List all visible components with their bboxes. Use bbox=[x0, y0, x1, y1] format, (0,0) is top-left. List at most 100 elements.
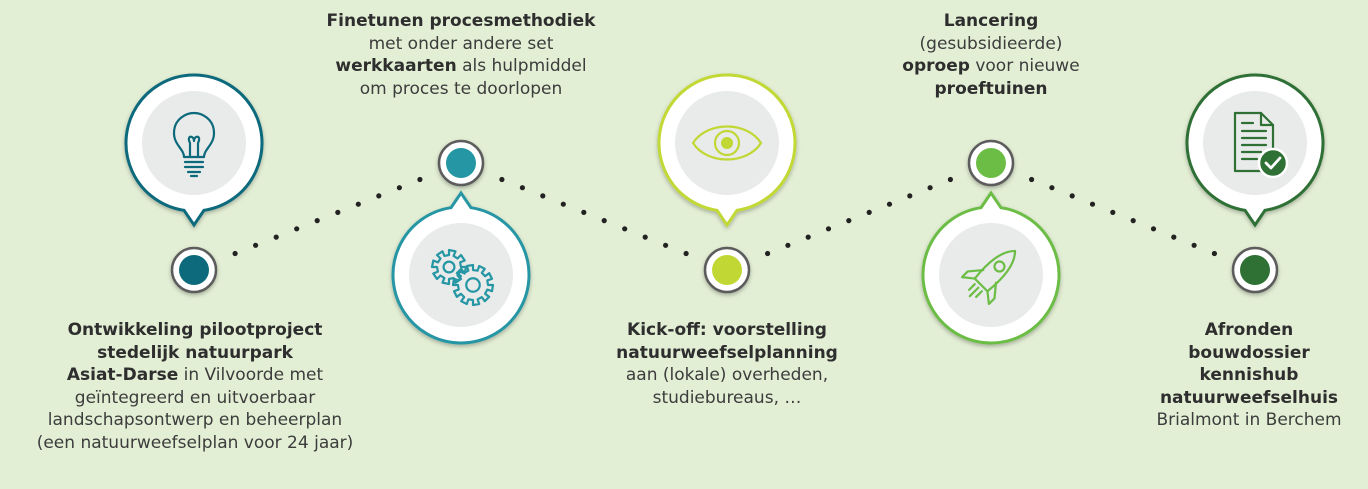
connector-dot bbox=[947, 176, 954, 183]
eye-pin bbox=[657, 73, 797, 228]
label-bold-text: natuurweefselhuis bbox=[1159, 387, 1339, 408]
label-line: Kick-off: voorstelling bbox=[567, 319, 887, 342]
connector-dot bbox=[907, 193, 913, 199]
rocket-pin bbox=[921, 190, 1061, 345]
connector-dot bbox=[765, 250, 771, 257]
icon-pins bbox=[124, 73, 1325, 345]
connector-dot bbox=[273, 234, 279, 240]
connector-dot bbox=[805, 234, 811, 240]
connector-dot bbox=[601, 218, 607, 224]
connector-dot bbox=[417, 176, 423, 183]
connector-dot bbox=[825, 226, 832, 232]
timeline-node bbox=[703, 246, 751, 294]
label-text: studiebureaus, … bbox=[652, 387, 802, 408]
connector-dot bbox=[1130, 218, 1136, 224]
connector-dot bbox=[314, 218, 320, 224]
connector-dot bbox=[1191, 242, 1197, 248]
label-line: Ontwikkeling pilootproject bbox=[0, 319, 390, 342]
connector-dot bbox=[1049, 185, 1055, 191]
connector-dot bbox=[294, 226, 300, 232]
timeline-nodes bbox=[170, 139, 1279, 294]
label-bold-text: werkkaarten bbox=[335, 56, 457, 76]
label-line: kennishub bbox=[1130, 364, 1368, 387]
label-line: proeftuinen bbox=[861, 78, 1121, 101]
connector-dot bbox=[376, 193, 382, 199]
connector-dot bbox=[846, 218, 852, 224]
label-line: Asiat-Darse in Vilvoorde met bbox=[0, 364, 390, 387]
connector-dot bbox=[622, 226, 628, 232]
label-bold-text: Finetunen procesmethodiek bbox=[326, 11, 596, 31]
label-bold-text: stedelijk natuurpark bbox=[97, 342, 293, 363]
label-bold-text: bouwdossier bbox=[1188, 342, 1310, 363]
lightbulb-icon bbox=[172, 111, 216, 178]
timeline-node bbox=[170, 246, 218, 294]
connector-dot bbox=[499, 176, 505, 183]
label-line: Afronden bbox=[1130, 319, 1368, 342]
label-text: Brialmont in Berchem bbox=[1156, 410, 1342, 430]
label-line: geïntegreerd en uitvoerbaar bbox=[0, 387, 390, 410]
label-line: (gesubsidieerde) bbox=[861, 33, 1121, 56]
connector-dot bbox=[1150, 226, 1157, 232]
label-bold-text: kennishub bbox=[1199, 365, 1299, 385]
connector-dot bbox=[642, 234, 648, 240]
label-line: Brialmont in Berchem bbox=[1130, 409, 1368, 432]
connector-dot bbox=[1110, 209, 1116, 215]
connector-dot bbox=[253, 242, 259, 248]
connector-dot bbox=[785, 242, 791, 248]
pin-inner-circle bbox=[1203, 91, 1307, 195]
label-text: om proces te doorlopen bbox=[359, 78, 563, 99]
document-check-pin bbox=[1185, 73, 1325, 228]
label-bold-text: proeftuinen bbox=[934, 78, 1048, 99]
connector-dot bbox=[581, 209, 587, 215]
connector-dot bbox=[396, 185, 402, 191]
step-4-label: Lancering(gesubsidieerde)oproep voor nie… bbox=[861, 10, 1121, 100]
label-text: (gesubsidieerde) bbox=[919, 33, 1063, 54]
label-line: om proces te doorlopen bbox=[296, 78, 626, 101]
connector-dot bbox=[1029, 176, 1035, 183]
label-line: werkkaarten als hulpmiddel bbox=[296, 55, 626, 78]
label-bold-text: oproep bbox=[902, 56, 970, 76]
connector-dot bbox=[927, 185, 933, 191]
label-text: aan (lokale) overheden, bbox=[625, 365, 829, 385]
connector-dot bbox=[540, 193, 546, 199]
connector-dot bbox=[560, 201, 566, 207]
label-line: studiebureaus, … bbox=[567, 387, 887, 410]
timeline-node bbox=[967, 139, 1015, 187]
connector-dot bbox=[335, 209, 341, 215]
label-bold-text: Ontwikkeling pilootproject bbox=[67, 320, 323, 340]
label-line: aan (lokale) overheden, bbox=[567, 364, 887, 387]
label-line: natuurweefselhuis bbox=[1130, 387, 1368, 410]
label-text: met onder andere set bbox=[368, 33, 554, 54]
label-text: als hulpmiddel bbox=[456, 56, 587, 76]
label-line: Finetunen procesmethodiek bbox=[296, 10, 626, 33]
timeline-node bbox=[1231, 246, 1279, 294]
label-text: in Vilvoorde met bbox=[178, 365, 324, 385]
label-line: met onder andere set bbox=[296, 33, 626, 56]
pin-inner-circle bbox=[939, 223, 1043, 327]
gears-icon bbox=[430, 248, 495, 307]
eye-icon bbox=[691, 125, 763, 161]
pin-inner-circle bbox=[142, 91, 246, 195]
label-bold-text: Kick-off: voorstelling bbox=[627, 320, 827, 340]
label-line: bouwdossier bbox=[1130, 342, 1368, 365]
label-text: landschapsontwerp en beheerplan bbox=[47, 410, 343, 430]
label-line: landschapsontwerp en beheerplan bbox=[0, 409, 390, 432]
label-line: Lancering bbox=[861, 10, 1121, 33]
label-line: natuurweefselplanning bbox=[567, 342, 887, 365]
timeline-node bbox=[437, 139, 485, 187]
connector-dot bbox=[1171, 234, 1177, 240]
connector-dot bbox=[355, 201, 361, 207]
dotted-connector bbox=[232, 176, 1217, 257]
label-bold-text: Lancering bbox=[943, 11, 1039, 31]
gears-pin bbox=[391, 190, 531, 345]
label-text: voor nieuwe bbox=[969, 56, 1080, 76]
connector-dot bbox=[1069, 193, 1075, 199]
connector-dot bbox=[1089, 201, 1096, 207]
connector-dot bbox=[886, 201, 893, 207]
label-bold-text: Afronden bbox=[1204, 320, 1294, 340]
document-check-icon bbox=[1233, 111, 1289, 179]
label-line: stedelijk natuurpark bbox=[0, 342, 390, 365]
